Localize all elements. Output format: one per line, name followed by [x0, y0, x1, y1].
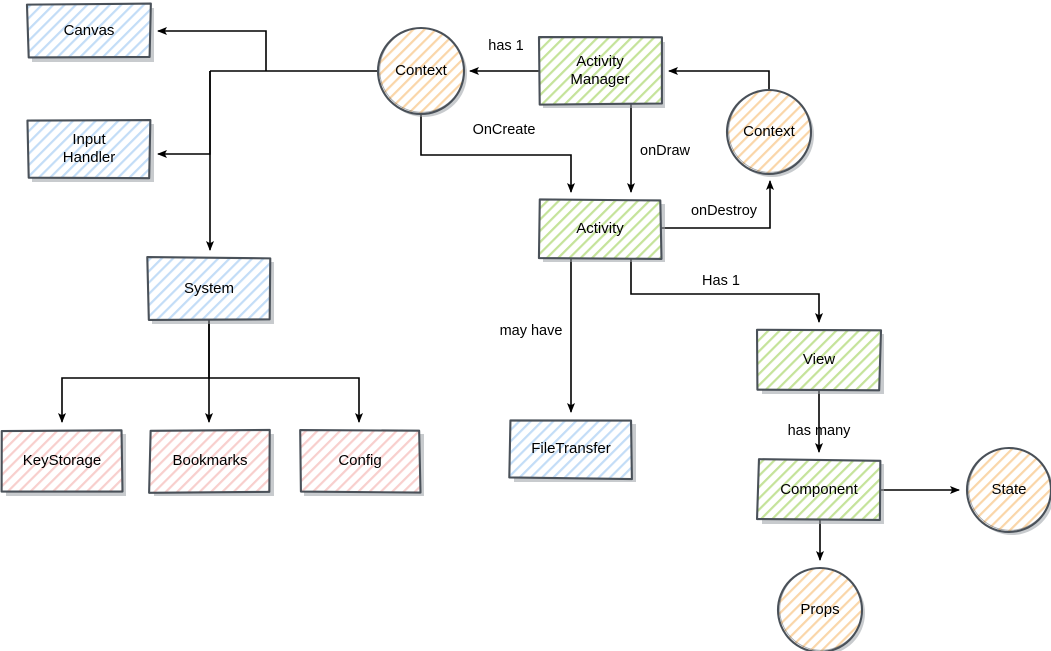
edge-trunk-to-canvas — [157, 27, 267, 71]
edge-label-activity-manager-has-1: has 1 — [488, 38, 523, 54]
node-state[interactable]: State — [965, 446, 1051, 535]
node-filetransfer[interactable]: FileTransfer — [508, 419, 636, 482]
node-outline-sketch-pass — [728, 89, 812, 173]
edge-label-activity-has-1: Has 1 — [702, 273, 740, 289]
edge-context-oncreate — [420, 114, 575, 193]
node-config[interactable]: Config — [299, 429, 424, 496]
edge-system-to-keystorage — [58, 320, 210, 423]
node-outline — [299, 429, 422, 494]
node-activity[interactable]: Activity — [537, 198, 665, 262]
edge-system-to-config — [209, 377, 363, 423]
node-bookmarks[interactable]: Bookmarks — [148, 428, 274, 496]
edge-activity-ondestroy — [661, 180, 774, 229]
edge-trunk-to-input-handler — [157, 71, 211, 158]
edge-activity-has-1 — [630, 258, 823, 323]
node-props[interactable]: Props — [776, 566, 865, 651]
node-context-right[interactable]: Context — [725, 88, 814, 177]
node-canvas[interactable]: Canvas — [25, 2, 154, 62]
node-outline — [26, 119, 152, 180]
node-outline — [148, 428, 271, 494]
edges-layer — [58, 27, 960, 561]
edge-context-right-to-manager — [668, 67, 770, 90]
node-view[interactable]: View — [755, 328, 884, 394]
edge-label-activity-ondestroy: onDestroy — [691, 203, 758, 219]
node-outline-sketch-pass — [779, 567, 863, 651]
node-outline — [0, 429, 124, 493]
node-context-left[interactable]: Context — [376, 26, 467, 117]
edge-label-manager-ondraw: onDraw — [640, 143, 690, 159]
node-outline — [508, 419, 633, 481]
node-outline-sketch-pass — [379, 27, 465, 113]
node-keystorage[interactable]: KeyStorage — [0, 429, 126, 496]
edge-label-activity-may-have: may have — [500, 323, 563, 339]
node-outline — [537, 198, 663, 260]
node-outline-sketch-pass — [968, 447, 1051, 531]
node-outline — [25, 2, 152, 59]
edge-label-context-oncreate: OnCreate — [473, 122, 536, 138]
node-outline — [755, 328, 883, 392]
node-system[interactable]: System — [146, 256, 274, 324]
node-component[interactable]: Component — [755, 458, 884, 524]
node-outline — [537, 35, 663, 106]
node-outline — [146, 256, 272, 321]
node-outline — [755, 458, 882, 522]
